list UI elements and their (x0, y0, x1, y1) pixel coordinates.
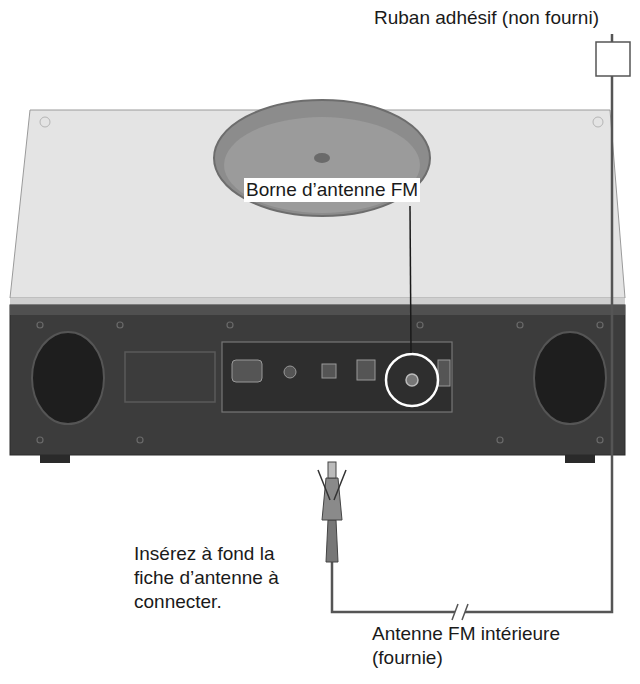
top-mark (593, 117, 603, 127)
disc-inner (224, 117, 420, 213)
rear-panel (10, 305, 625, 455)
screws (37, 322, 603, 443)
top-edge (10, 298, 625, 305)
plug-body (322, 478, 342, 520)
wire-break (452, 604, 468, 620)
callout-label: Borne d’antenne FM (244, 178, 420, 202)
foot (40, 455, 70, 463)
leader-line (410, 206, 411, 353)
callout-label: Insérez à fond la fiche d’antenne à conn… (132, 542, 316, 613)
label-plate (125, 352, 215, 402)
connector-panel (222, 342, 452, 412)
top-surface (10, 110, 625, 298)
adhesive-tape (596, 42, 630, 76)
rear-band (10, 305, 625, 315)
plug-sleeve (326, 520, 338, 562)
antenna-wire (332, 34, 612, 612)
ac-inlet (232, 360, 262, 382)
disc-lid (214, 100, 430, 216)
lan-port (357, 360, 375, 380)
disc-center (314, 153, 330, 163)
pinch-fingers (318, 470, 346, 500)
jack (284, 366, 296, 378)
callout-label: Ruban adhésif (non fourni) (372, 6, 601, 30)
speaker-port (32, 332, 104, 424)
top-mark (40, 117, 50, 127)
foot (565, 455, 595, 463)
plug-tip (328, 462, 336, 478)
speaker-port (534, 332, 606, 424)
switch (438, 360, 450, 386)
callout-label: Antenne FM intérieure (fournie) (370, 622, 636, 670)
optical-port (322, 364, 336, 378)
fm-antenna-terminal (406, 374, 418, 386)
highlight-circle (386, 354, 438, 406)
